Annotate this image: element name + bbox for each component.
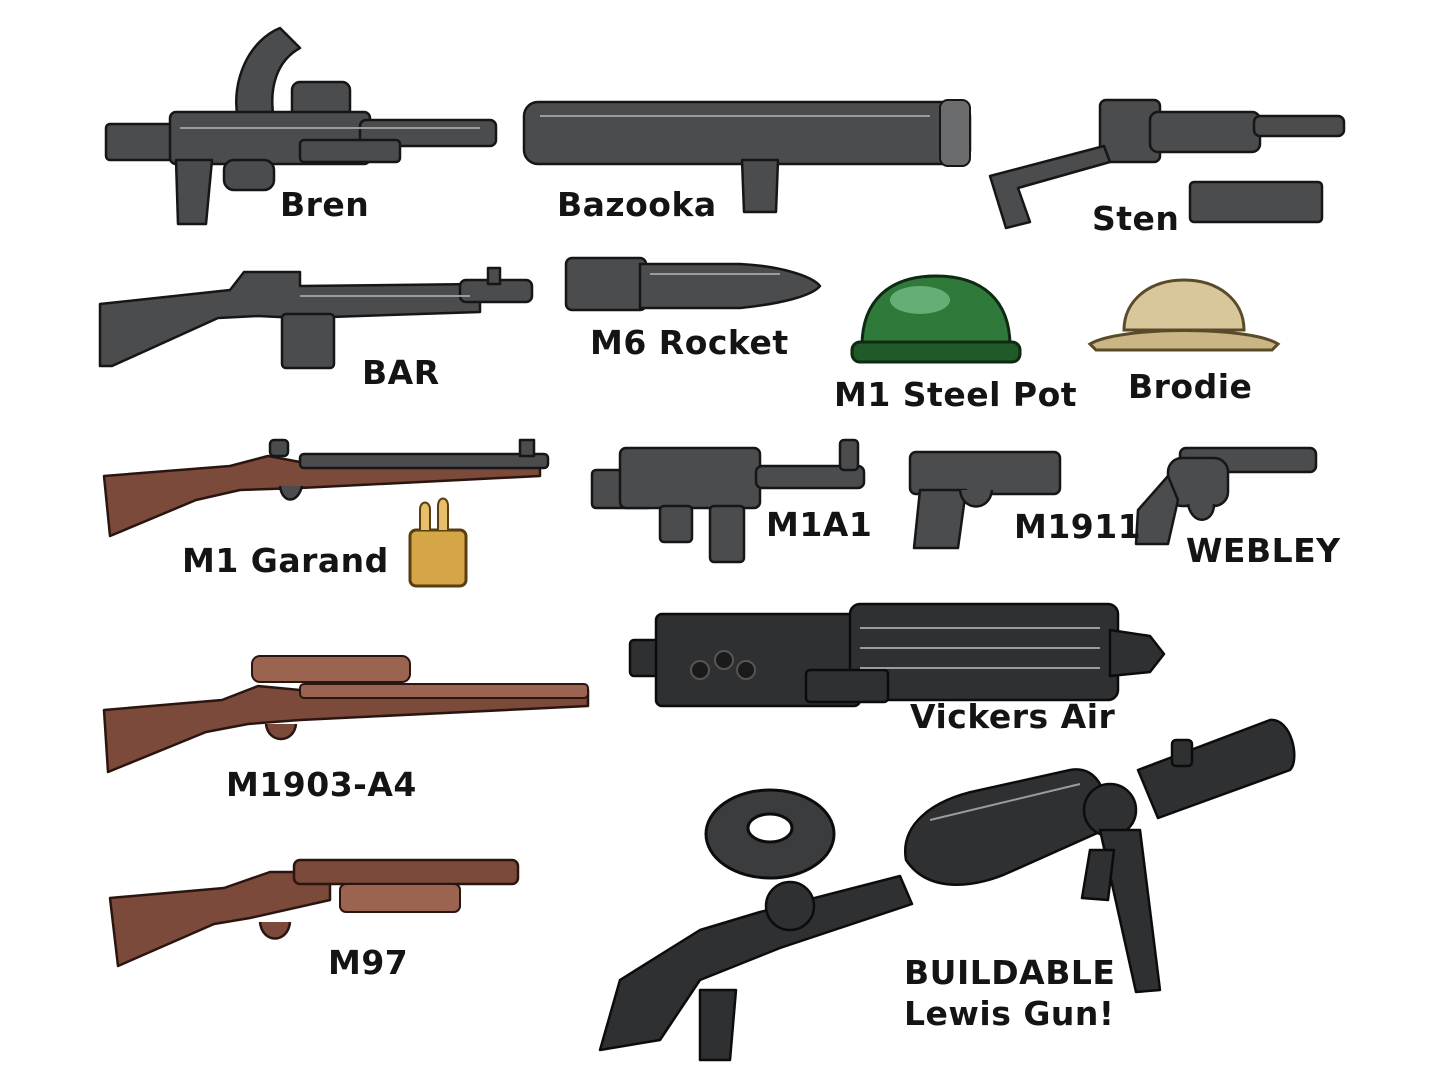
sten-gun-icon	[988, 98, 1346, 230]
lewis-gun-icon	[598, 718, 1296, 1062]
vickers-air-label: Vickers Air	[910, 697, 1116, 736]
bren-gun-icon	[104, 26, 498, 226]
webley-revolver-icon	[1134, 446, 1318, 546]
m97-shotgun-icon	[108, 858, 520, 968]
lewis-gun-label: BUILDABLE Lewis Gun!	[904, 952, 1115, 1035]
m1-steel-pot-label: M1 Steel Pot	[834, 375, 1078, 414]
m6-rocket-label: M6 Rocket	[590, 323, 789, 362]
pan-magazine-icon	[704, 788, 836, 880]
webley-label: WEBLEY	[1186, 531, 1341, 570]
lewis-gun-label-line1: BUILDABLE	[904, 953, 1116, 992]
m6-rocket-icon	[564, 256, 822, 312]
sten-label: Sten	[1092, 199, 1180, 238]
m1903-a4-label: M1903-A4	[226, 765, 417, 804]
m1903-a4-sniper-rifle-icon	[102, 655, 590, 774]
en-bloc-clip-icon	[408, 497, 468, 588]
m1-steel-pot-helmet-icon	[850, 274, 1022, 364]
brodie-label: Brodie	[1128, 367, 1253, 406]
m1a1-thompson-icon	[590, 438, 866, 564]
bar-label: BAR	[362, 353, 440, 392]
brodie-helmet-icon	[1087, 278, 1281, 352]
bazooka-icon	[522, 99, 972, 214]
m1-garand-rifle-icon	[102, 438, 550, 538]
m1911-label: M1911	[1014, 507, 1142, 546]
bar-rifle-icon	[98, 266, 534, 370]
bazooka-label: Bazooka	[557, 185, 717, 224]
lewis-gun-label-line2: Lewis Gun!	[904, 994, 1115, 1034]
vickers-air-machine-gun-icon	[628, 602, 1166, 708]
m1-garand-label: M1 Garand	[182, 541, 389, 580]
m97-label: M97	[328, 943, 409, 982]
bren-label: Bren	[280, 185, 370, 224]
m1911-pistol-icon	[908, 450, 1062, 550]
m1a1-label: M1A1	[766, 505, 873, 544]
